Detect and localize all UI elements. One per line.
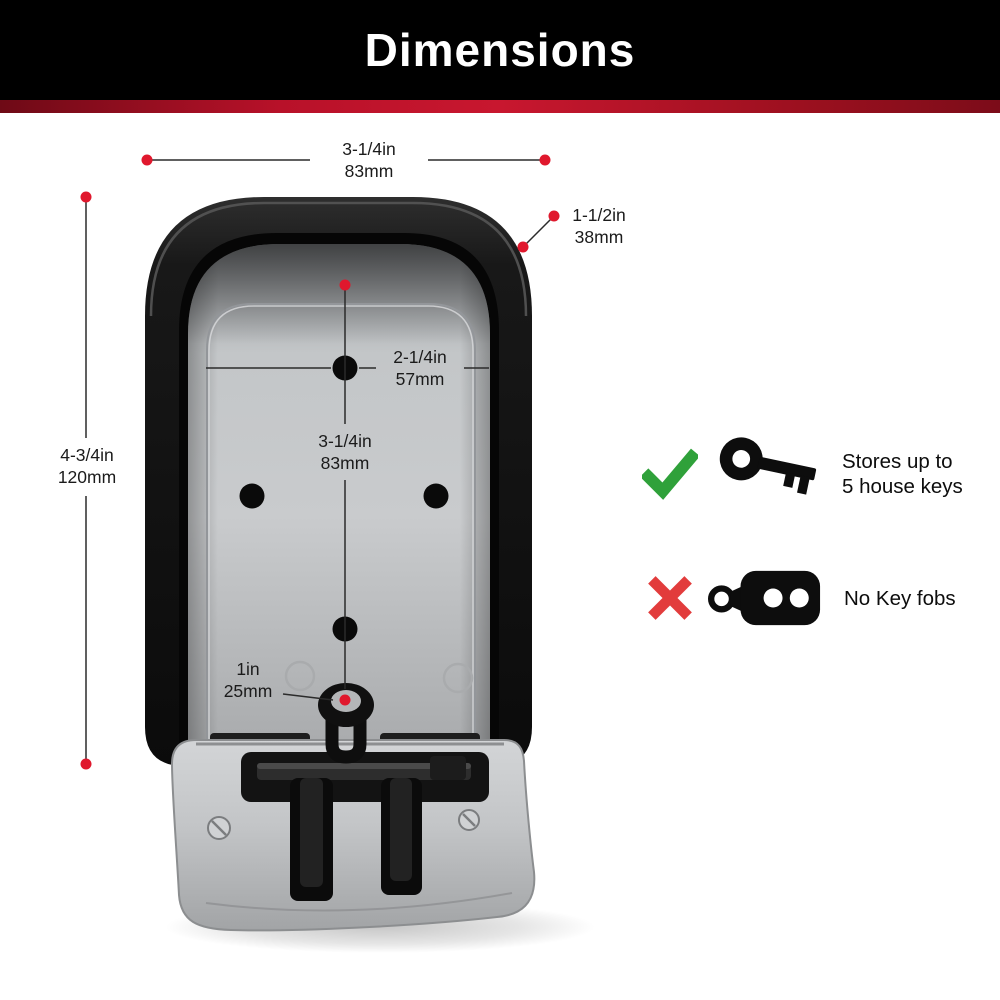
lockbox-open-door: [170, 739, 536, 932]
cross-icon: [648, 576, 692, 620]
dim-outer-height-inches: 4-3/4in: [60, 445, 114, 465]
dim-inner-width-inches: 2-1/4in: [393, 347, 447, 367]
dim-depth-metric: 38mm: [574, 227, 624, 247]
dim-depth-label: 1-1/2in 38mm: [572, 204, 626, 248]
dim-inner-height-metric: 83mm: [320, 453, 370, 473]
embossed-circle: [442, 662, 474, 694]
keyfob-icon: [708, 570, 821, 626]
dim-outer-width-inches: 3-1/4in: [342, 139, 396, 159]
dim-shackle-inches: 1in: [236, 659, 260, 679]
feature-no-key-fobs-text: No Key fobs: [844, 586, 956, 611]
feature-house-keys-line2: 5 house keys: [842, 475, 963, 498]
dim-inner-height-inches: 3-1/4in: [318, 431, 372, 451]
dim-inner-width-metric: 57mm: [395, 369, 445, 389]
dim-shackle-metric: 25mm: [223, 681, 273, 701]
page-title: Dimensions: [364, 24, 636, 76]
dim-shackle-label: 1in 25mm: [224, 658, 273, 702]
dimension-lines: [85, 159, 555, 764]
key-icon: [719, 437, 817, 495]
feature-no-key-fobs: No Key fobs: [646, 562, 956, 634]
feature-house-keys: Stores up to 5 house keys: [642, 428, 963, 520]
embossed-circle: [284, 660, 316, 692]
accent-stripe: [0, 100, 1000, 113]
feature-no-key-fobs-line1: No Key fobs: [844, 586, 956, 610]
header-banner: Dimensions: [0, 0, 1000, 100]
feature-house-keys-line1: Stores up to: [842, 450, 953, 473]
dim-outer-height-metric: 120mm: [57, 467, 117, 487]
check-icon: [642, 448, 698, 500]
dim-inner-height-label: 3-1/4in 83mm: [318, 430, 372, 474]
dim-outer-width-label: 3-1/4in 83mm: [342, 138, 396, 182]
dim-inner-width-label: 2-1/4in 57mm: [393, 346, 447, 390]
dim-depth-inches: 1-1/2in: [572, 205, 626, 225]
dim-outer-width-metric: 83mm: [344, 161, 394, 181]
dimension-markers: [80, 154, 560, 770]
lockbox-body: [145, 197, 532, 766]
feature-house-keys-text: Stores up to 5 house keys: [842, 449, 963, 499]
dim-outer-height-label: 4-3/4in 120mm: [58, 444, 116, 488]
